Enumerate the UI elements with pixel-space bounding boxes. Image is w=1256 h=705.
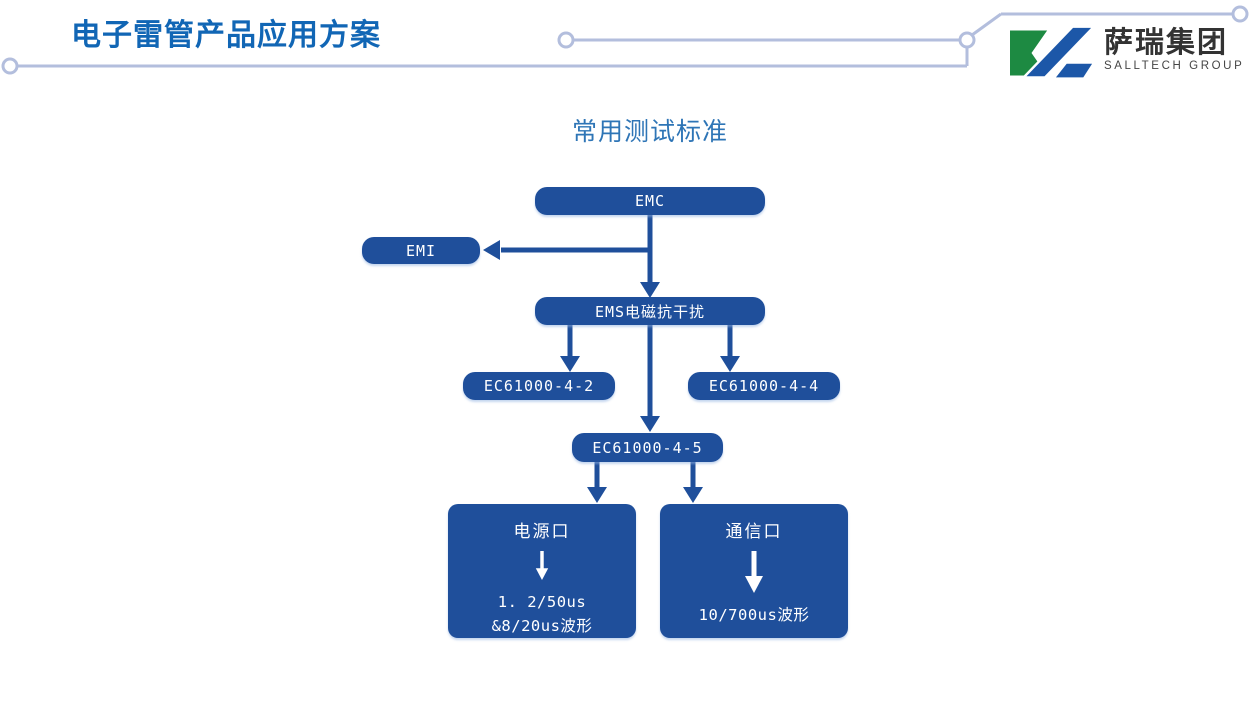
- node-emi: EMI: [362, 237, 480, 264]
- node-label: EMI: [405, 241, 437, 260]
- down-arrow-icon: [535, 551, 549, 580]
- decorative-divider-lines: [1, 5, 1249, 75]
- page-title: 电子雷管产品应用方案: [71, 18, 381, 53]
- down-arrow-icon: [720, 356, 740, 372]
- down-arrow-icon: [683, 487, 703, 503]
- waveform-spec: 1. 2/50us &8/20us波形: [492, 590, 593, 638]
- down-arrow-icon: [560, 356, 580, 372]
- node-emc: EMC: [535, 187, 765, 215]
- waveform-line1: 10/700us波形: [698, 606, 810, 624]
- logo-company-subtitle: SALLTECH GROUP: [1104, 60, 1245, 72]
- waveform-line1: 1. 2/50us: [497, 592, 587, 611]
- down-arrow-icon: [745, 551, 763, 593]
- down-arrow-icon: [640, 416, 660, 432]
- logo-text: 萨瑞集团 SALLTECH GROUP: [1104, 26, 1244, 72]
- port-title: 电源口: [513, 522, 571, 542]
- left-arrow-icon: [483, 240, 500, 260]
- node-label: EC61000-4-5: [592, 438, 703, 457]
- node-label: EC61000-4-4: [708, 377, 820, 395]
- node-ems: EMS电磁抗干扰: [535, 297, 765, 325]
- node-label: EMS电磁抗干扰: [594, 302, 706, 321]
- logo-company-name: 萨瑞集团: [1104, 25, 1229, 59]
- node-power-port: 电源口 1. 2/50us &8/20us波形: [448, 504, 636, 638]
- port-title: 通信口: [725, 522, 783, 542]
- node-ec61000-4-2: EC61000-4-2: [463, 372, 615, 400]
- logo-mark-icon: [1010, 26, 1096, 78]
- node-ec61000-4-4: EC61000-4-4: [688, 372, 840, 400]
- waveform-spec: 10/700us波形: [699, 603, 810, 627]
- node-label: EC61000-4-2: [483, 377, 595, 395]
- diagram-heading: 常用测试标准: [571, 118, 728, 146]
- waveform-line2: &8/20us波形: [491, 616, 593, 635]
- down-arrow-icon: [587, 487, 607, 503]
- node-ec61000-4-5: EC61000-4-5: [572, 433, 723, 462]
- company-logo: 萨瑞集团 SALLTECH GROUP: [1010, 26, 1246, 80]
- node-label: EMC: [634, 192, 666, 210]
- node-comm-port: 通信口 10/700us波形: [660, 504, 848, 638]
- down-arrow-icon: [640, 282, 660, 298]
